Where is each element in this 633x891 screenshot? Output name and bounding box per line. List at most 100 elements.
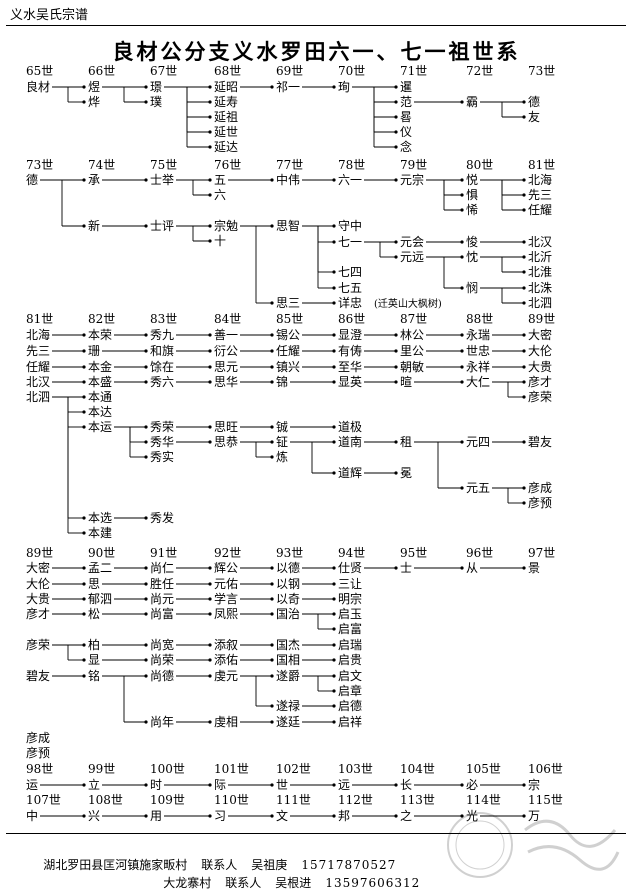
person-name: 秀发	[150, 510, 174, 525]
person-name: 彦成	[26, 730, 50, 745]
connector-dot	[332, 425, 336, 429]
person-name: 尚荣	[150, 653, 174, 667]
connector-dot	[82, 178, 86, 182]
generation-label: 99世	[88, 762, 115, 776]
person-name: 从	[466, 561, 478, 575]
connector-dot	[208, 193, 212, 197]
person-name: 道极	[338, 420, 362, 434]
person-name: 友	[528, 110, 540, 124]
person-name: 凤熙	[214, 607, 238, 621]
person-name: 显	[88, 653, 100, 667]
connector-dot	[144, 674, 148, 678]
connector-dot	[144, 440, 148, 444]
generation-label: 67世	[150, 64, 177, 78]
person-name: 世忠	[466, 344, 490, 358]
person-name: 启章	[338, 683, 362, 698]
connector-dot	[394, 145, 398, 149]
generation-label: 76世	[214, 158, 241, 172]
connector-dot	[460, 486, 464, 490]
person-name: 士	[400, 561, 412, 575]
connector-dot	[332, 440, 336, 444]
connector-dot	[522, 286, 526, 290]
connector-dot	[82, 658, 86, 662]
connector-dot	[394, 240, 398, 244]
generation-label: 103世	[338, 762, 373, 776]
person-name: 珊	[88, 344, 100, 358]
person-name: 北汉	[26, 375, 50, 389]
generation-label: 73世	[26, 158, 53, 172]
contact-name: 吴根进	[275, 876, 312, 890]
person-name: 尚仁	[150, 561, 174, 575]
connector-dot	[270, 365, 274, 369]
person-name: 璟	[150, 80, 162, 94]
connector-dot	[208, 145, 212, 149]
person-name: 邦	[338, 809, 350, 823]
contact-name: 吴祖庚	[251, 858, 288, 872]
person-name: 中	[26, 808, 38, 823]
person-name: 习	[214, 809, 226, 823]
connector-dot	[332, 674, 336, 678]
connector-dot	[394, 814, 398, 818]
connector-dot	[270, 455, 274, 459]
person-name: 启富	[338, 621, 362, 636]
connector-dot	[82, 395, 86, 399]
person-name: 仪	[400, 125, 412, 139]
connector-dot	[270, 566, 274, 570]
connector-dot	[82, 582, 86, 586]
person-name: 元会	[400, 235, 424, 249]
person-name: 思智	[276, 218, 300, 233]
person-name: 添叙	[214, 638, 238, 652]
connector-dot	[82, 224, 86, 228]
generation-label: 73世	[528, 64, 555, 78]
connector-dot	[144, 658, 148, 662]
connector-dot	[144, 333, 148, 337]
generation-label: 105世	[466, 762, 501, 776]
generation-label: 113世	[400, 793, 435, 807]
person-name: 惧	[466, 187, 478, 202]
connector-dot	[460, 566, 464, 570]
person-name: 永瑞	[466, 328, 490, 342]
connector-dot	[394, 365, 398, 369]
person-name: 北洙	[528, 281, 552, 295]
connector-dot	[270, 674, 274, 678]
connector-dot	[460, 100, 464, 104]
person-name: 暹	[400, 80, 412, 94]
person-name: 用	[150, 809, 162, 823]
person-name: 炼	[276, 449, 288, 464]
generation-label: 87世	[400, 312, 427, 326]
person-name: 北泗	[528, 296, 552, 310]
contact-place: 大龙寨村	[163, 876, 212, 890]
generation-label: 90世	[88, 546, 115, 560]
connector-dot	[394, 178, 398, 182]
connector-dot	[208, 178, 212, 182]
person-name: 思恭	[214, 435, 238, 449]
connector-dot	[144, 455, 148, 459]
person-name: 延达	[214, 140, 238, 154]
connector-dot	[270, 380, 274, 384]
connector-dot	[522, 270, 526, 274]
connector-dot	[82, 597, 86, 601]
person-name: 思	[88, 577, 100, 591]
person-name: 锦	[276, 375, 288, 389]
connector-dot	[270, 783, 274, 787]
person-name: 彦荣	[26, 637, 50, 652]
generation-label: 112世	[338, 793, 373, 807]
connector-dot	[144, 380, 148, 384]
person-name: 本运	[88, 420, 112, 434]
person-name: 元佑	[214, 577, 238, 591]
person-name: 大密	[26, 560, 50, 575]
connector-dot	[394, 255, 398, 259]
person-name: 思旺	[214, 420, 238, 434]
connector-dot	[522, 255, 526, 259]
person-name: 思三	[276, 296, 300, 310]
person-name: 大仁	[466, 375, 490, 389]
person-name: 大密	[528, 327, 552, 342]
person-name: 运	[26, 778, 38, 792]
generation-label: 81世	[528, 158, 555, 172]
person-name: 道南	[338, 434, 362, 449]
person-name: 思华	[214, 375, 238, 389]
connector-dot	[144, 516, 148, 520]
